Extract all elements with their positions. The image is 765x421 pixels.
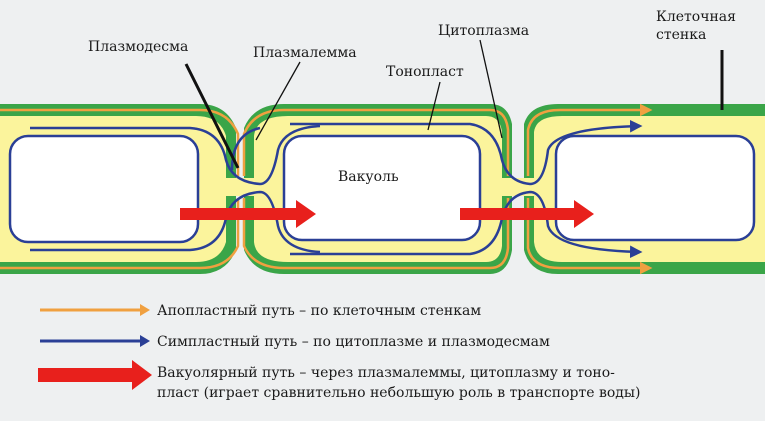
label-cell-wall-line1: Клеточная (656, 9, 736, 25)
legend-symplast: Симпластный путь – по цитоплазме и плазм… (40, 334, 550, 350)
red-arrow-icon (38, 360, 152, 390)
label-tonoplast: Тонопласт (386, 64, 464, 80)
legend: Апопластный путь – по клеточным стенкам … (38, 303, 641, 401)
label-plasmodesma: Плазмодесма (88, 39, 188, 55)
label-plasmalemma: Плазмалемма (253, 45, 357, 61)
blue-arrow-icon (140, 335, 150, 347)
legend-symplast-text: Симпластный путь – по цитоплазме и плазм… (157, 334, 550, 350)
legend-vacuolar: Вакуолярный путь – через плазмалеммы, ци… (38, 360, 641, 401)
legend-vacuolar-text-1: Вакуолярный путь – через плазмалеммы, ци… (157, 365, 615, 381)
vacuoles (8, 134, 756, 244)
legend-apoplast: Апопластный путь – по клеточным стенкам (40, 303, 481, 319)
legend-apoplast-text: Апопластный путь – по клеточным стенкам (157, 303, 481, 319)
pointer-lines (184, 39, 724, 169)
apoplast-path-lines (0, 103, 653, 275)
orange-arrow-icon (140, 304, 150, 316)
symplast-path-lines (30, 119, 643, 259)
vacuolar-path-arrows (180, 200, 594, 228)
label-cytoplasm: Цитоплазма (438, 23, 529, 39)
label-vacuole: Вакуоль (338, 169, 399, 185)
label-cell-wall-line2: стенка (656, 27, 706, 43)
legend-vacuolar-text-2: пласт (играет сравнительно небольшую рол… (157, 385, 641, 401)
